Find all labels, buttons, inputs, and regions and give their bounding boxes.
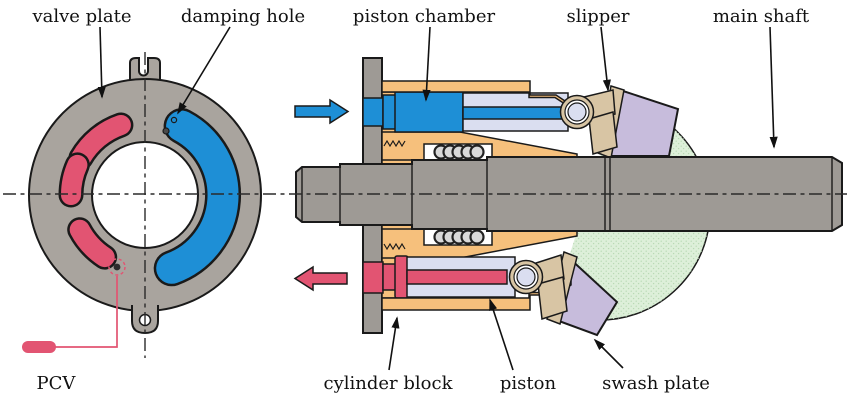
damping-holes [162,116,178,135]
leader-cylinder-block [388,316,400,371]
discharge-kidney-ports [58,112,134,270]
leader-piston [489,298,514,371]
label-cylinder-block: cylinder block [324,373,454,394]
block-spring-lower [433,229,485,245]
piston-lower [406,256,524,298]
inlet-flow-arrow-icon [294,98,350,125]
pcv-hole [113,263,121,271]
pcv-leader-line [55,276,118,348]
outlet-flow-arrow-icon [293,265,348,292]
label-valve-plate: valve plate [31,6,131,27]
label-piston-chamber: piston chamber [353,6,496,27]
block-spring-upper [433,144,485,160]
label-swash-plate: swash plate [602,373,710,394]
spline-serration-lower [383,242,406,251]
leader-valve-plate [97,26,106,99]
label-main-shaft: main shaft [713,6,810,27]
pcv-indicator [22,258,126,353]
valve-plate-front-view [22,57,262,353]
pump-cross-section [293,57,843,337]
slipper-lower [508,250,578,326]
slipper-upper [559,85,625,160]
leader-slipper [600,26,611,92]
suction-kidney-port [153,108,242,287]
labels: valve plate damping hole piston chamber … [31,6,809,394]
piston-chamber-upper [362,91,464,133]
spline-serration-upper [383,139,406,148]
leader-main-shaft [769,26,778,149]
label-slipper: slipper [566,6,629,27]
pcv-pill-icon [22,341,56,353]
leader-piston-chamber [422,26,431,102]
leader-swash-plate [593,338,624,369]
piston-upper [462,92,576,132]
label-pcv: PCV [37,373,77,394]
label-piston: piston [500,373,557,394]
label-damping-hole: damping hole [181,6,305,27]
leader-damping-hole [177,26,231,115]
piston-chamber-lower [362,255,409,299]
